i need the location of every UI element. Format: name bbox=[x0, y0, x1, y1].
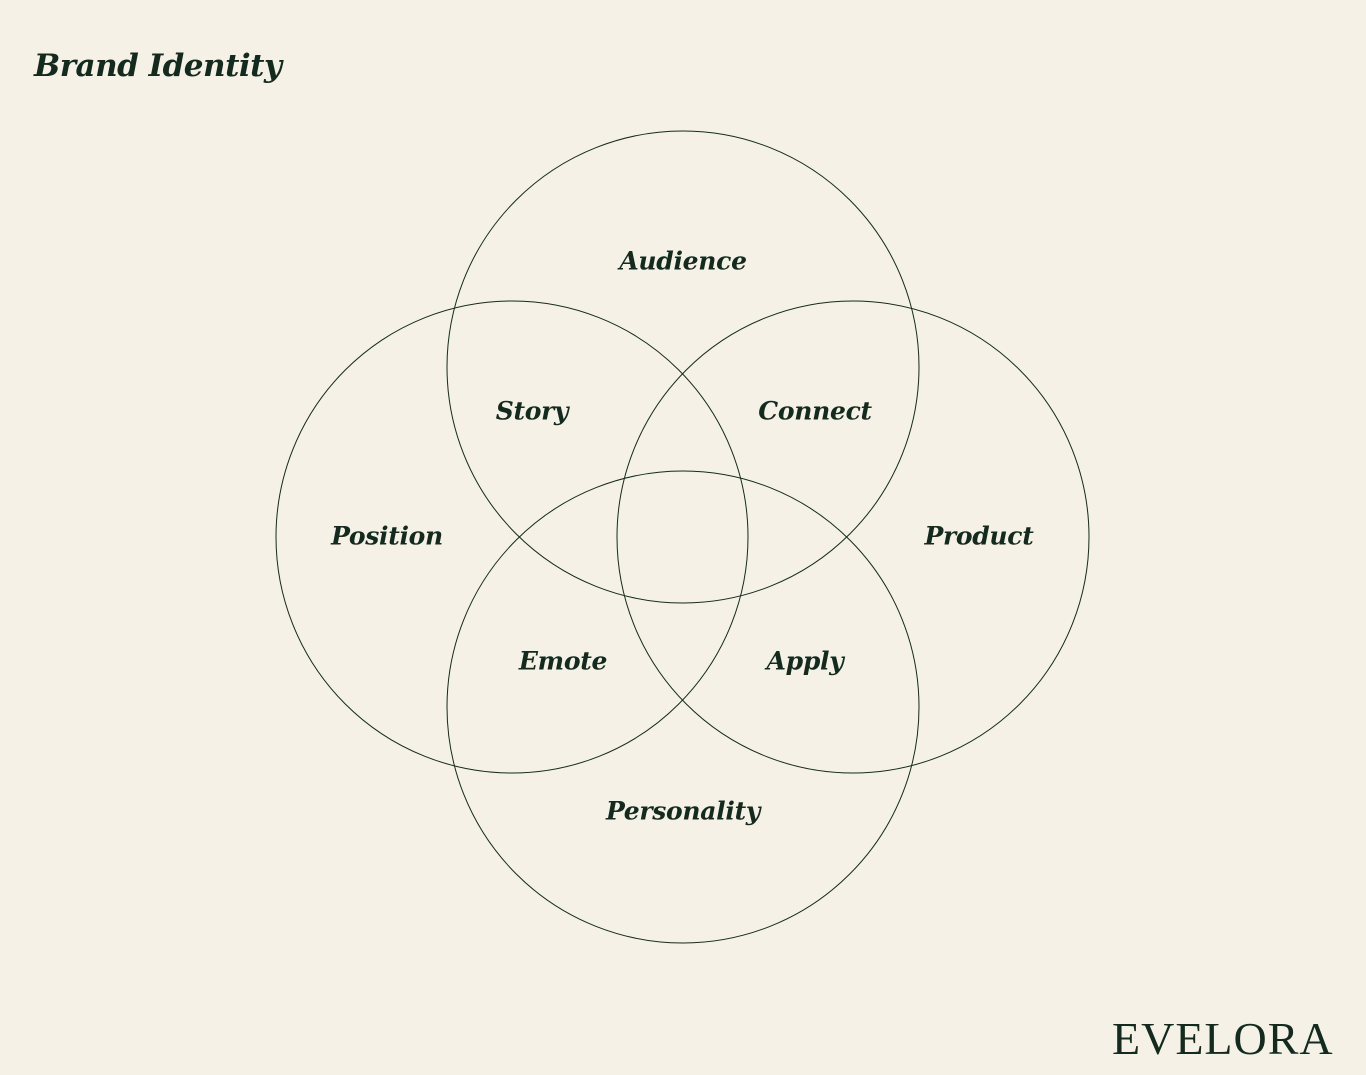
label-emote: Emote bbox=[518, 646, 608, 676]
brand-logo: EVELORA bbox=[1112, 1013, 1334, 1064]
label-position: Position bbox=[331, 521, 443, 551]
label-personality: Personality bbox=[605, 796, 761, 826]
label-product: Product bbox=[924, 521, 1034, 551]
label-apply: Apply bbox=[766, 646, 844, 676]
circle-audience bbox=[446, 130, 920, 604]
circle-product bbox=[616, 300, 1090, 774]
circle-personality bbox=[446, 470, 920, 944]
label-connect: Connect bbox=[758, 396, 872, 426]
label-audience: Audience bbox=[619, 246, 747, 276]
page-title: Brand Identity bbox=[34, 48, 282, 84]
label-story: Story bbox=[495, 396, 569, 426]
circle-position bbox=[275, 300, 749, 774]
